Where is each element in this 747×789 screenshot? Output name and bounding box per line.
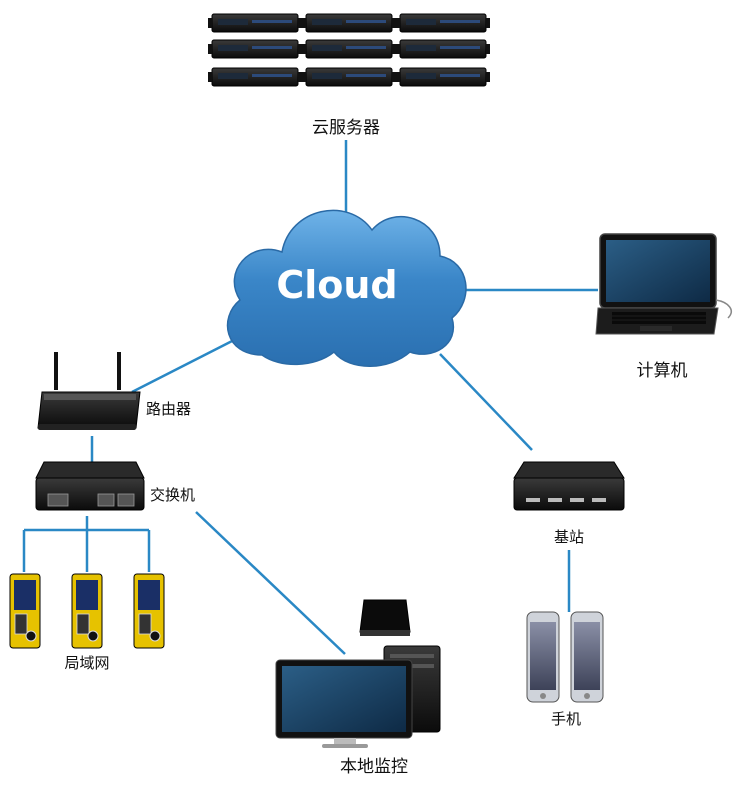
base-station-icon [513,461,625,511]
base-station-label: 基站 [554,528,584,546]
laptop-icon [595,233,732,335]
desktop-monitor-icon [275,599,441,748]
connection-lines [22,140,598,655]
lan-device-icon [9,573,165,649]
link-switch-monitor [195,511,346,655]
laptop-label: 计算机 [637,361,688,381]
router-label: 路由器 [146,400,191,418]
cloud-server-label: 云服务器 [312,118,380,138]
cloud-shape: Cloud [226,209,467,367]
wifi-router-icon [37,352,141,430]
local-monitor-label: 本地监控 [340,757,408,777]
switch-label: 交换机 [150,486,195,504]
server-rack-icon [207,13,491,87]
network-switch-icon [35,461,145,511]
smartphone-icon [526,611,604,703]
link-cloud-basestation [439,353,533,451]
link-cloud-router [131,336,239,394]
link-switch-lan [22,516,151,572]
lan-label: 局域网 [64,654,109,672]
phone-label: 手机 [551,710,581,728]
cloud-label: Cloud [276,263,397,307]
